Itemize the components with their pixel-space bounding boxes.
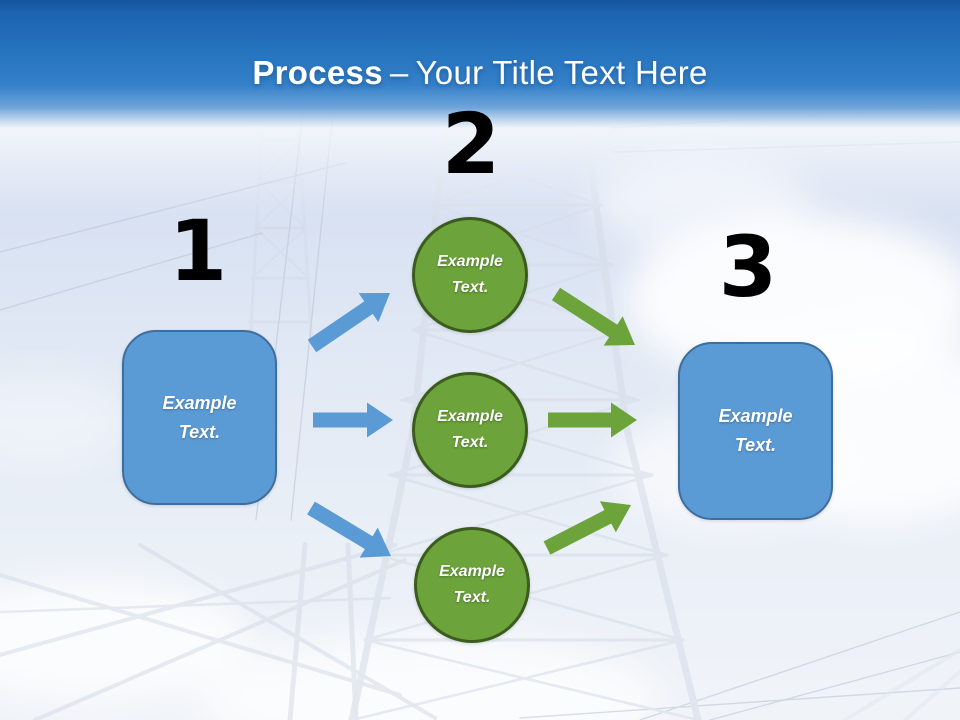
title-bold-text: Process <box>252 54 383 91</box>
step-number-3: 3 <box>718 218 778 316</box>
step-number-2: 2 <box>441 95 501 193</box>
box-text-line: Text. <box>734 435 777 455</box>
circle-text-line: Example <box>439 563 505 580</box>
process-circle-2: Example Text. <box>412 372 528 488</box>
circle-text-line: Text. <box>451 434 489 451</box>
corner-lattice <box>843 648 960 720</box>
title-rest-text: Your Title Text Here <box>415 54 708 91</box>
title-banner <box>0 0 960 128</box>
box-text-line: Example <box>162 392 237 413</box>
process-box-left: Example Text. <box>122 330 277 505</box>
foreground-lattice <box>0 542 437 720</box>
title-separator: – <box>389 54 409 91</box>
circle-text-line: Example <box>437 253 503 270</box>
circle-text-line: Text. <box>453 589 491 606</box>
circle-text-line: Text. <box>451 279 489 296</box>
slide-title: Process–Your Title Text Here <box>0 54 960 92</box>
circle-text-line: Example <box>437 408 503 425</box>
process-box-right: Example Text. <box>678 342 833 520</box>
step-number-1: 1 <box>168 202 228 300</box>
box-text-line: Example <box>718 406 793 426</box>
process-circle-3: Example Text. <box>414 527 530 643</box>
box-text-line: Text. <box>178 421 221 442</box>
process-circle-1: Example Text. <box>412 217 528 333</box>
